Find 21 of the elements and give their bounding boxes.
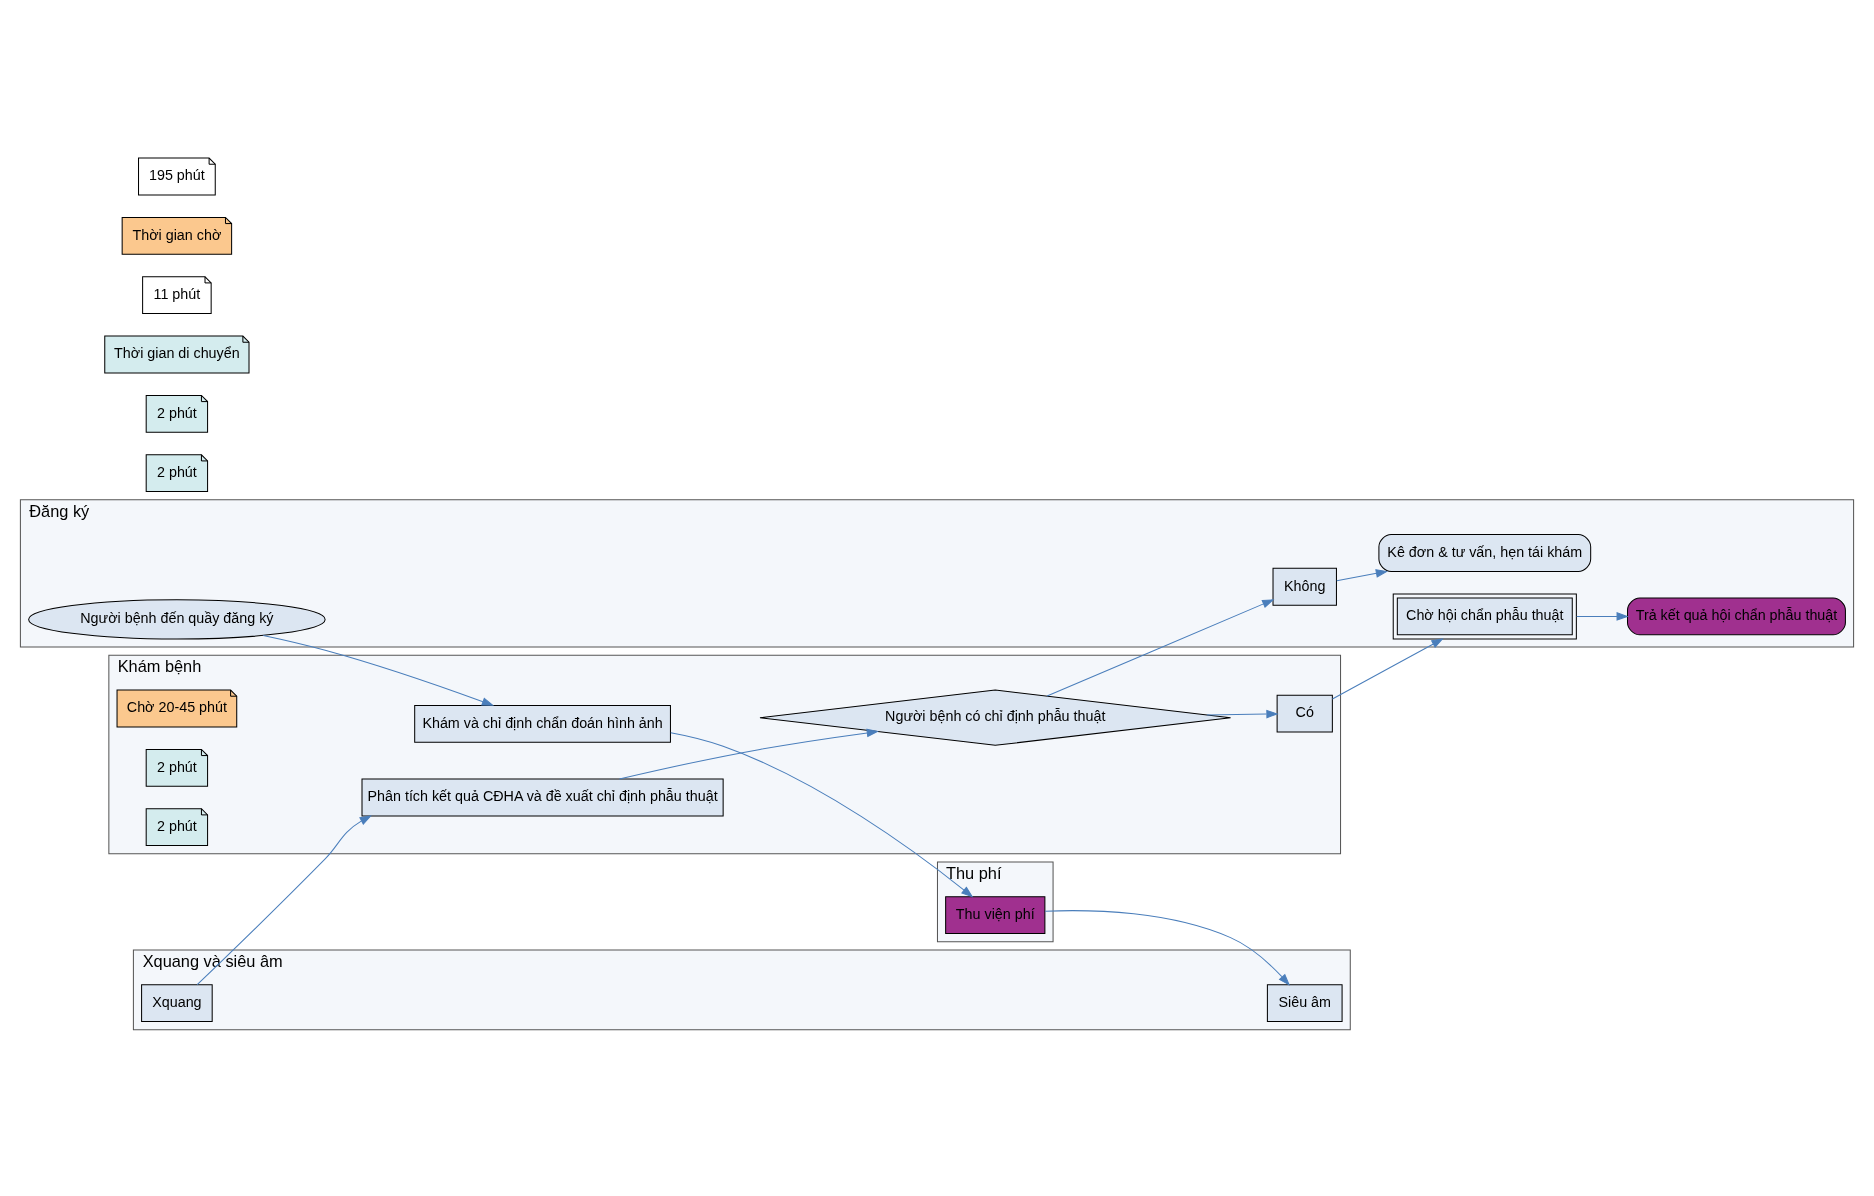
node-box: Chờ hội chẩn phẫu thuật (1392, 593, 1577, 640)
arrow (1336, 569, 1389, 582)
node-box: Thu viện phí (945, 896, 1046, 935)
node-box: Không (1272, 567, 1337, 606)
arrow (1044, 910, 1291, 986)
arrow (1576, 612, 1629, 621)
node-ellipse: Người bệnh đến quầy đăng ký (28, 599, 326, 640)
arrow (1046, 599, 1275, 697)
node-diamond: Người bệnh có chỉ định phẫu thuật (759, 689, 1232, 746)
arrow (1206, 709, 1279, 719)
node-box: Khám và chỉ định chẩn đoán hình ảnh (414, 704, 671, 743)
node-box: Phân tích kết quả CĐHA và đề xuất chỉ định phẫu thuật (361, 778, 724, 817)
node-box: Kê đơn & tư vấn, hẹn tái khám (1378, 534, 1592, 572)
arrow (1331, 638, 1444, 700)
node-box: Siêu âm (1266, 984, 1343, 1023)
node-box: Xquang (141, 984, 213, 1023)
arrow (670, 732, 974, 898)
arrow (196, 815, 372, 986)
arrow (618, 728, 879, 780)
node-box: Trả kết quả hội chẩn phẫu thuật (1627, 597, 1846, 636)
node-box: Có (1276, 694, 1333, 733)
